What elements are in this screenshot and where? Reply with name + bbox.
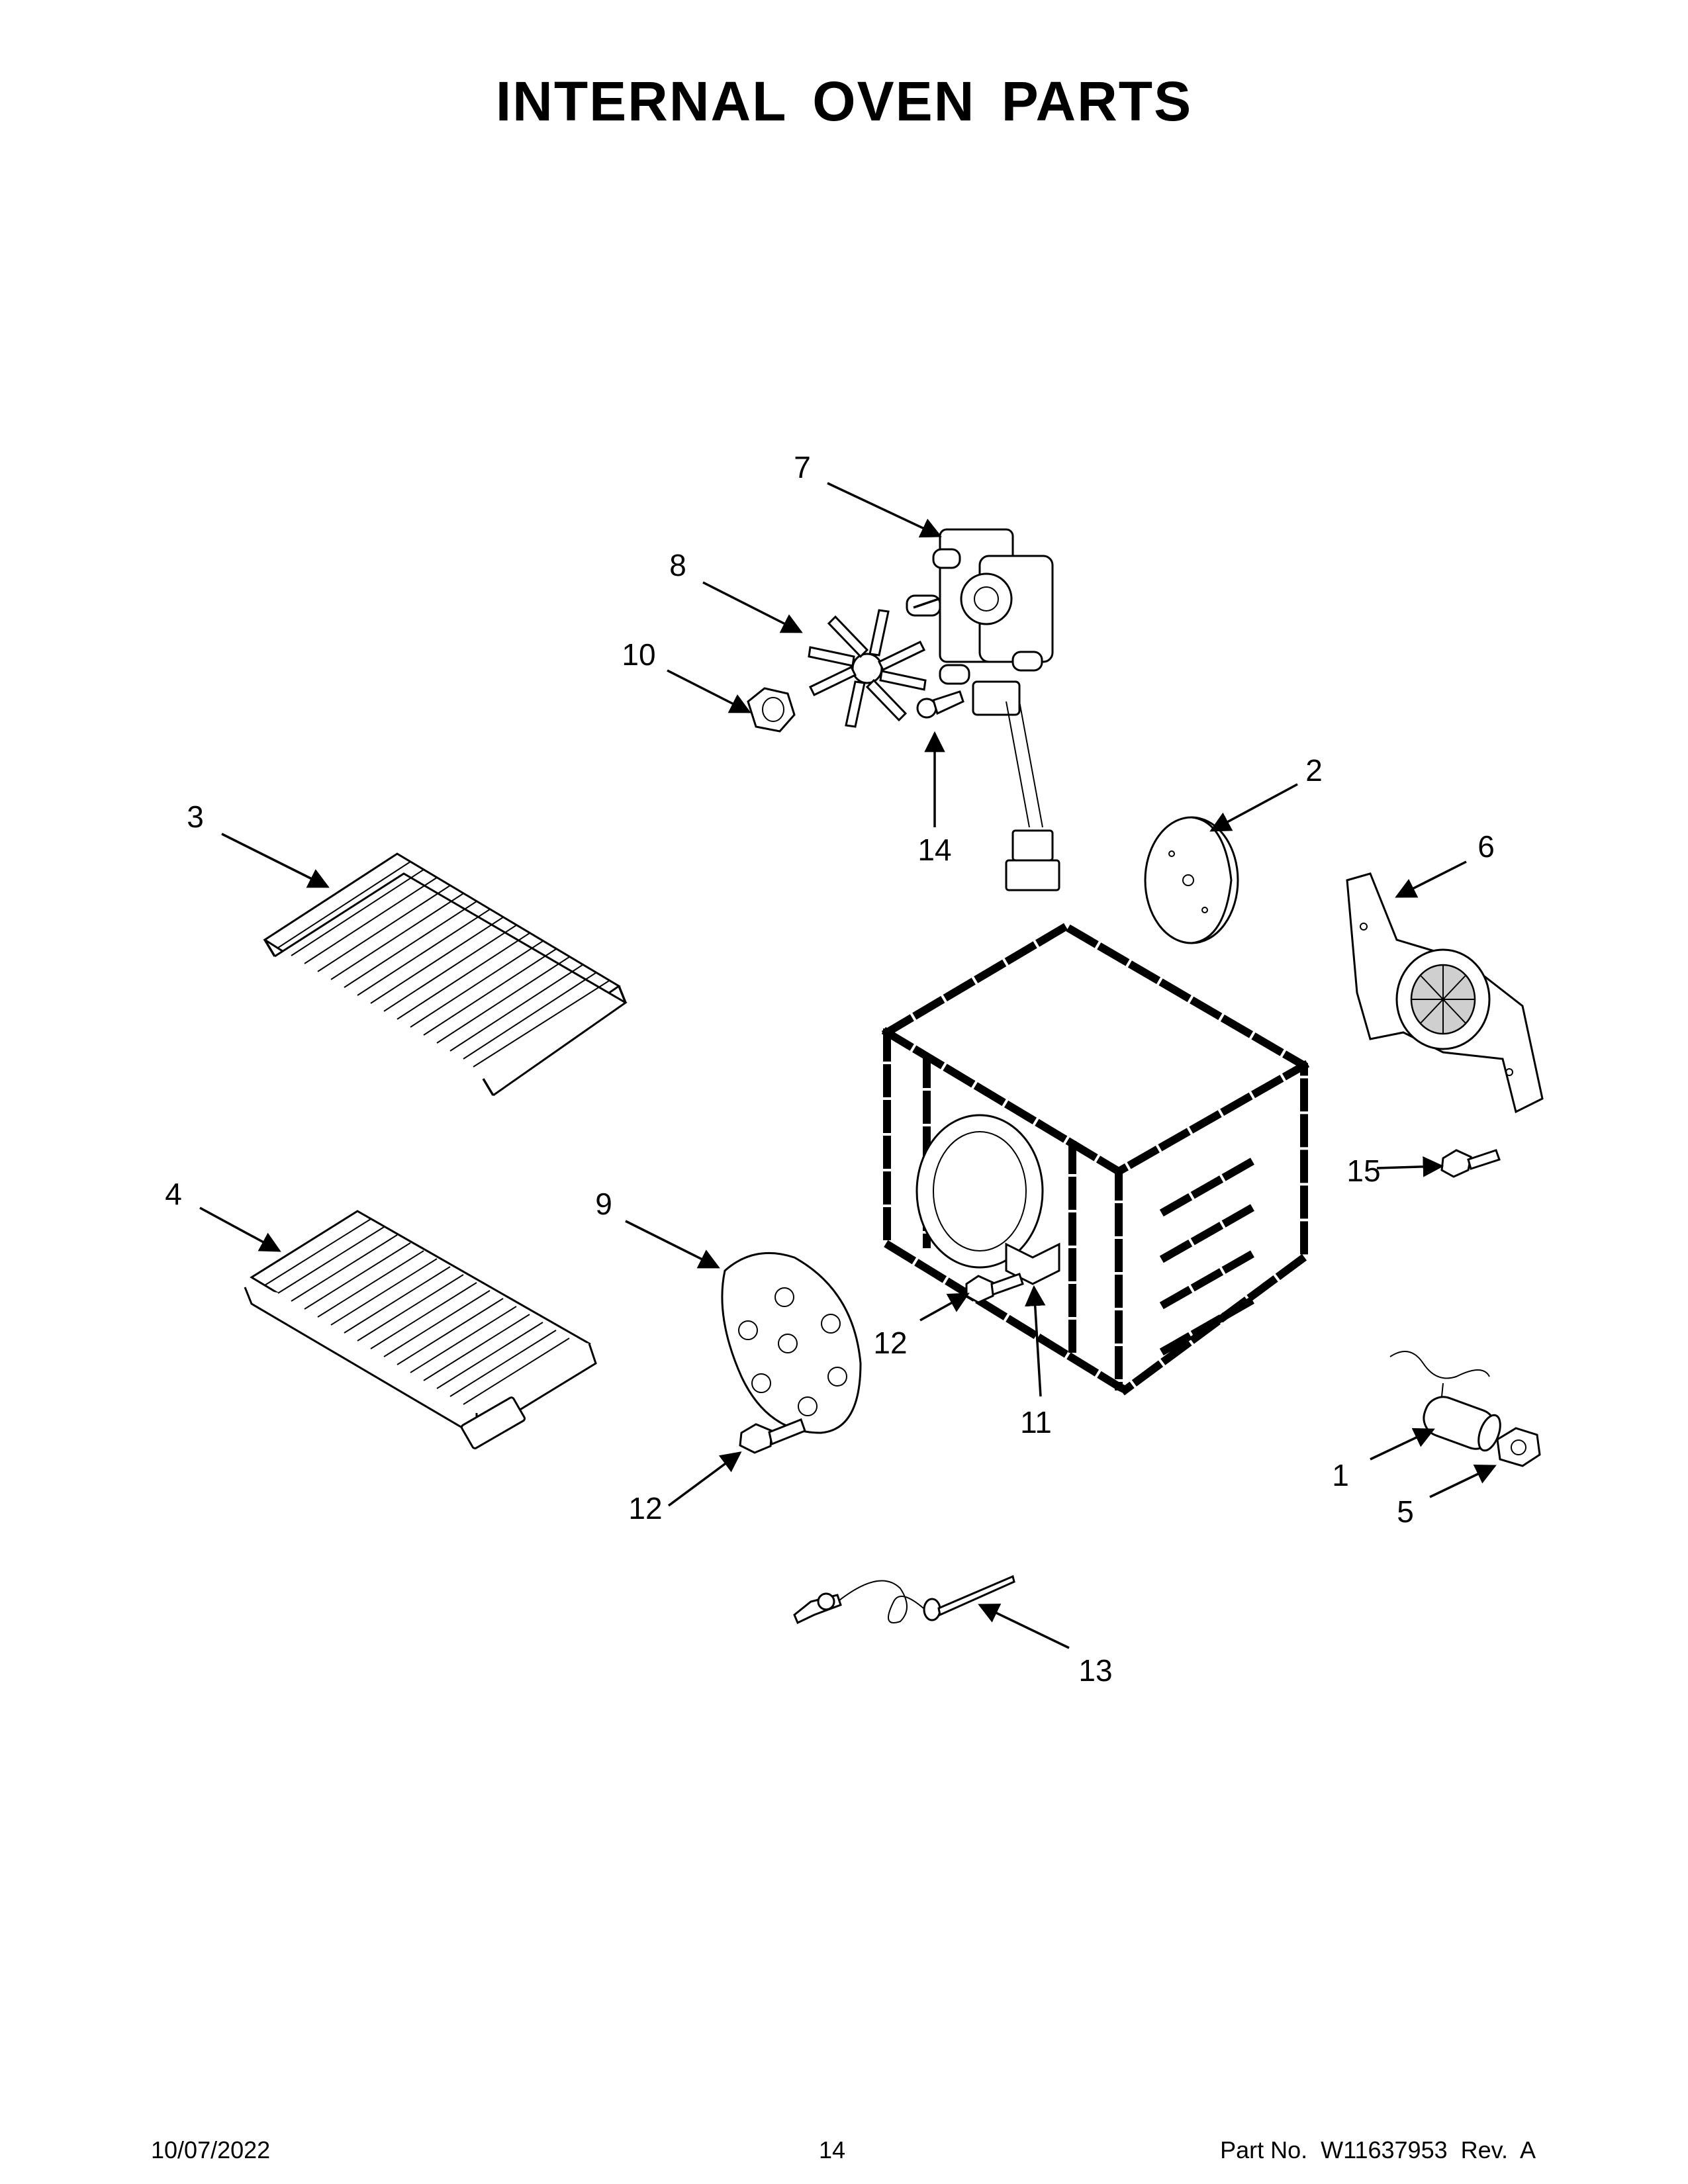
convection-bracket-part bbox=[1346, 872, 1544, 1114]
oven-rack-part bbox=[263, 852, 628, 1097]
footer-date: 10/07/2022 bbox=[151, 2136, 271, 2163]
leader-12-lower bbox=[667, 1451, 742, 1507]
page-title: INTERNAL OVEN PARTS bbox=[495, 70, 1193, 132]
oven-cavity-part bbox=[881, 922, 1310, 1396]
callout-4: 4 bbox=[165, 1177, 182, 1211]
callout-14: 14 bbox=[917, 833, 951, 867]
callout-3: 3 bbox=[187, 799, 204, 834]
callout-7: 7 bbox=[794, 450, 811, 484]
callout-13: 13 bbox=[1078, 1653, 1112, 1688]
leader-1 bbox=[1370, 1428, 1435, 1461]
meat-probe-part bbox=[793, 1574, 1015, 1625]
light-nut-part bbox=[1496, 1427, 1541, 1467]
callout-12-upper: 12 bbox=[873, 1326, 907, 1360]
motor-screw-part bbox=[916, 690, 964, 719]
callout-6: 6 bbox=[1477, 829, 1495, 864]
light-assembly-part bbox=[1389, 1351, 1501, 1452]
callout-11: 11 bbox=[1020, 1405, 1052, 1439]
fan-nut-part bbox=[747, 687, 796, 733]
extension-rack-part bbox=[244, 1210, 597, 1449]
callout-5: 5 bbox=[1397, 1494, 1414, 1529]
callout-15: 15 bbox=[1346, 1154, 1380, 1188]
callout-2: 2 bbox=[1305, 753, 1323, 788]
callout-10: 10 bbox=[622, 637, 655, 672]
convection-disc-part bbox=[1144, 816, 1239, 944]
leader-7 bbox=[827, 482, 942, 538]
callout-8: 8 bbox=[669, 548, 686, 582]
leader-10 bbox=[667, 669, 751, 713]
leader-lines bbox=[199, 482, 1497, 1649]
leader-4 bbox=[199, 1206, 281, 1252]
cover-plate-part bbox=[721, 1251, 862, 1434]
leader-13 bbox=[978, 1604, 1070, 1649]
motor-wire-harness bbox=[1005, 701, 1060, 891]
callout-labels: 1 2 3 4 5 6 7 8 10 9 11 12 12 13 14 15 bbox=[165, 450, 1495, 1688]
footer-page-number: 14 bbox=[819, 2136, 846, 2163]
fan-blade-part bbox=[808, 609, 927, 728]
leader-3 bbox=[221, 833, 330, 888]
leader-9 bbox=[625, 1220, 720, 1269]
leader-2 bbox=[1209, 783, 1298, 832]
footer-part-number: Part No. W11637953 Rev. A bbox=[1220, 2136, 1536, 2163]
callout-1: 1 bbox=[1332, 1458, 1349, 1492]
fan-motor-part bbox=[906, 528, 1054, 716]
cavity-screw-part bbox=[965, 1273, 1024, 1304]
leader-8 bbox=[702, 581, 803, 633]
leader-12-upper bbox=[919, 1293, 970, 1322]
leader-6 bbox=[1395, 860, 1467, 898]
leader-15 bbox=[1376, 1156, 1444, 1177]
plate-screw-part bbox=[739, 1418, 806, 1454]
callout-12-lower: 12 bbox=[628, 1491, 662, 1525]
callout-9: 9 bbox=[595, 1187, 612, 1221]
bracket-screw-part bbox=[1440, 1149, 1501, 1178]
leader-11 bbox=[1024, 1285, 1046, 1397]
leader-5 bbox=[1429, 1465, 1497, 1498]
